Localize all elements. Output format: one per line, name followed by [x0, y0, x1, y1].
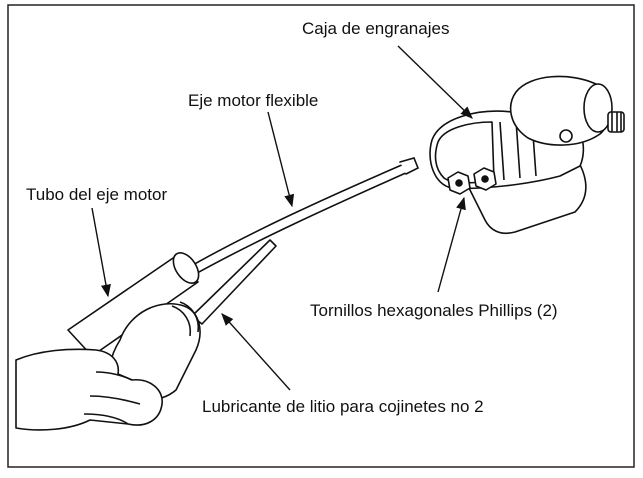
- lubricant-tube: [109, 239, 277, 401]
- label-lubricant: Lubricante de litio para cojinetes no 2: [202, 397, 484, 416]
- hand: [15, 348, 163, 431]
- arrow-gearbox: [397, 45, 473, 119]
- label-gearbox: Caja de engranajes: [302, 19, 450, 38]
- shaft-tube: [67, 252, 200, 357]
- figure-border: [7, 4, 635, 468]
- label-shaft-tube: Tubo del eje motor: [26, 185, 168, 204]
- leader-lines: [91, 45, 473, 391]
- gearbox-assembly: [429, 75, 625, 235]
- hex-screw-right: [473, 167, 497, 191]
- shaft-tube-opening: [172, 252, 200, 284]
- gearbox-rib: [515, 119, 521, 179]
- arrow-shaft-tube: [91, 207, 111, 298]
- flexible-shaft-tip: [399, 157, 420, 175]
- arrow-flexible-shaft: [267, 111, 295, 208]
- gearbox-rib: [499, 121, 505, 181]
- gearbox-side-bolt: [559, 129, 573, 143]
- hex-screw-left: [447, 171, 471, 195]
- arrow-hex-screws: [437, 196, 466, 293]
- gearbox-end-cap-face: [583, 83, 613, 133]
- label-flexible-shaft: Eje motor flexible: [188, 91, 319, 110]
- label-hex-screws: Tornillos hexagonales Phillips (2): [310, 301, 558, 320]
- arrow-lubricant: [221, 313, 291, 391]
- flexible-shaft: [183, 157, 420, 278]
- gearbox-end-cap: [509, 75, 611, 146]
